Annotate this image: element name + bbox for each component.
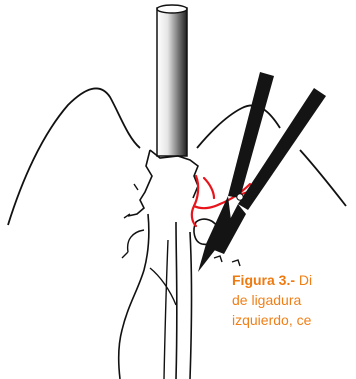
left-lung-outline bbox=[8, 88, 140, 225]
trachea-tube-opening bbox=[157, 5, 187, 13]
right-lung-outline-lower bbox=[300, 150, 346, 206]
esophagus-lumen bbox=[164, 240, 168, 379]
caption-line-3: izquierdo, ce bbox=[232, 310, 356, 330]
mediastinal-outline bbox=[128, 150, 198, 216]
esophagus-left-wall bbox=[176, 222, 177, 379]
right-lung-outline bbox=[197, 105, 280, 148]
surgical-clamp bbox=[198, 72, 326, 272]
aorta-outline bbox=[119, 214, 149, 379]
caption-label: Figura 3.- bbox=[232, 272, 295, 288]
esophagus-right-wall bbox=[190, 232, 192, 379]
aorta-branch-left bbox=[122, 230, 144, 258]
aorta-branch-lower bbox=[150, 268, 176, 305]
caption-line-1-rest: Di bbox=[295, 272, 312, 288]
caption-line-2: de ligadura bbox=[232, 290, 356, 310]
figure-caption: Figura 3.- Di de ligadura izquierdo, ce bbox=[232, 270, 356, 330]
clamp-pivot bbox=[237, 194, 243, 200]
caption-line-1: Figura 3.- Di bbox=[232, 270, 356, 290]
trachea-tube bbox=[157, 8, 187, 156]
